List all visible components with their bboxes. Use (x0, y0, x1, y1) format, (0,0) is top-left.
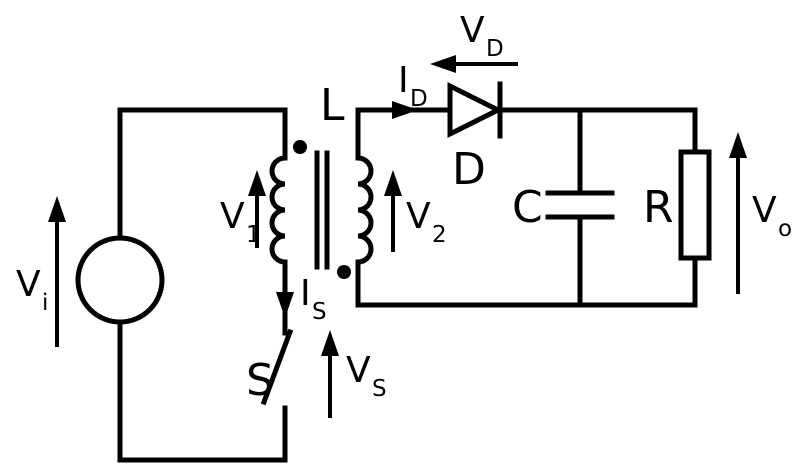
resistor-icon (678, 149, 712, 261)
switch-blade-icon (260, 328, 294, 406)
secondary-winding-icon (357, 155, 374, 265)
resistor-label: R (643, 182, 674, 233)
diode-voltage-arrow (430, 55, 518, 73)
secondary-polarity-dot-icon (337, 265, 351, 279)
primary-polarity-dot-icon (293, 140, 307, 154)
secondary-voltage-subscript: 2 (432, 222, 447, 248)
switch-voltage-label: V (346, 350, 371, 391)
arrowhead-left-icon (430, 55, 456, 73)
top-left-wire (117, 107, 288, 241)
inductor-label: L (320, 80, 345, 131)
input-voltage-arrow (48, 196, 66, 347)
diode-current-arrowhead-right-icon (392, 101, 418, 119)
switch-current-subscript: S (312, 299, 327, 325)
switch-voltage-subscript: S (372, 376, 387, 402)
output-voltage-label: V (752, 190, 777, 231)
output-voltage-arrow (729, 132, 747, 294)
diode-voltage-subscript: D (486, 36, 504, 62)
input-voltage-label: V (16, 264, 41, 305)
switch-label: S (246, 355, 274, 406)
primary-voltage-subscript: 1 (246, 222, 261, 248)
capacitor-label: C (512, 182, 543, 233)
switch-current-arrowhead-down-icon (276, 292, 294, 318)
voltage-source-icon (75, 235, 165, 325)
arrowhead-up-icon (248, 170, 266, 196)
bottom-left-wire (117, 319, 288, 463)
arrowhead-up-icon (48, 196, 66, 222)
switch-current-label: I (300, 273, 311, 314)
arrowhead-up-icon (321, 330, 339, 356)
diode-current-label: I (398, 60, 409, 101)
arrowhead-up-icon (384, 170, 402, 196)
input-source-loop (75, 107, 288, 463)
diode-label: D (452, 144, 486, 195)
primary-voltage-arrow (248, 170, 266, 248)
primary-winding-icon (269, 155, 286, 265)
input-voltage-subscript: i (42, 290, 48, 316)
secondary-voltage-arrow (384, 170, 402, 252)
secondary-top-wire (355, 107, 453, 161)
switch-branch (260, 259, 294, 406)
primary-voltage-label: V (220, 196, 245, 237)
diode-current-subscript: D (410, 86, 428, 112)
diode-voltage-label: V (460, 10, 485, 51)
switch-voltage-arrow (321, 330, 339, 418)
secondary-voltage-label: V (406, 196, 431, 237)
secondary-bottom-wire (355, 259, 698, 308)
transformer (269, 107, 374, 279)
output-loop (355, 81, 712, 308)
output-voltage-subscript: o (778, 216, 792, 242)
arrowhead-up-icon (729, 132, 747, 158)
diode-icon (447, 81, 504, 139)
